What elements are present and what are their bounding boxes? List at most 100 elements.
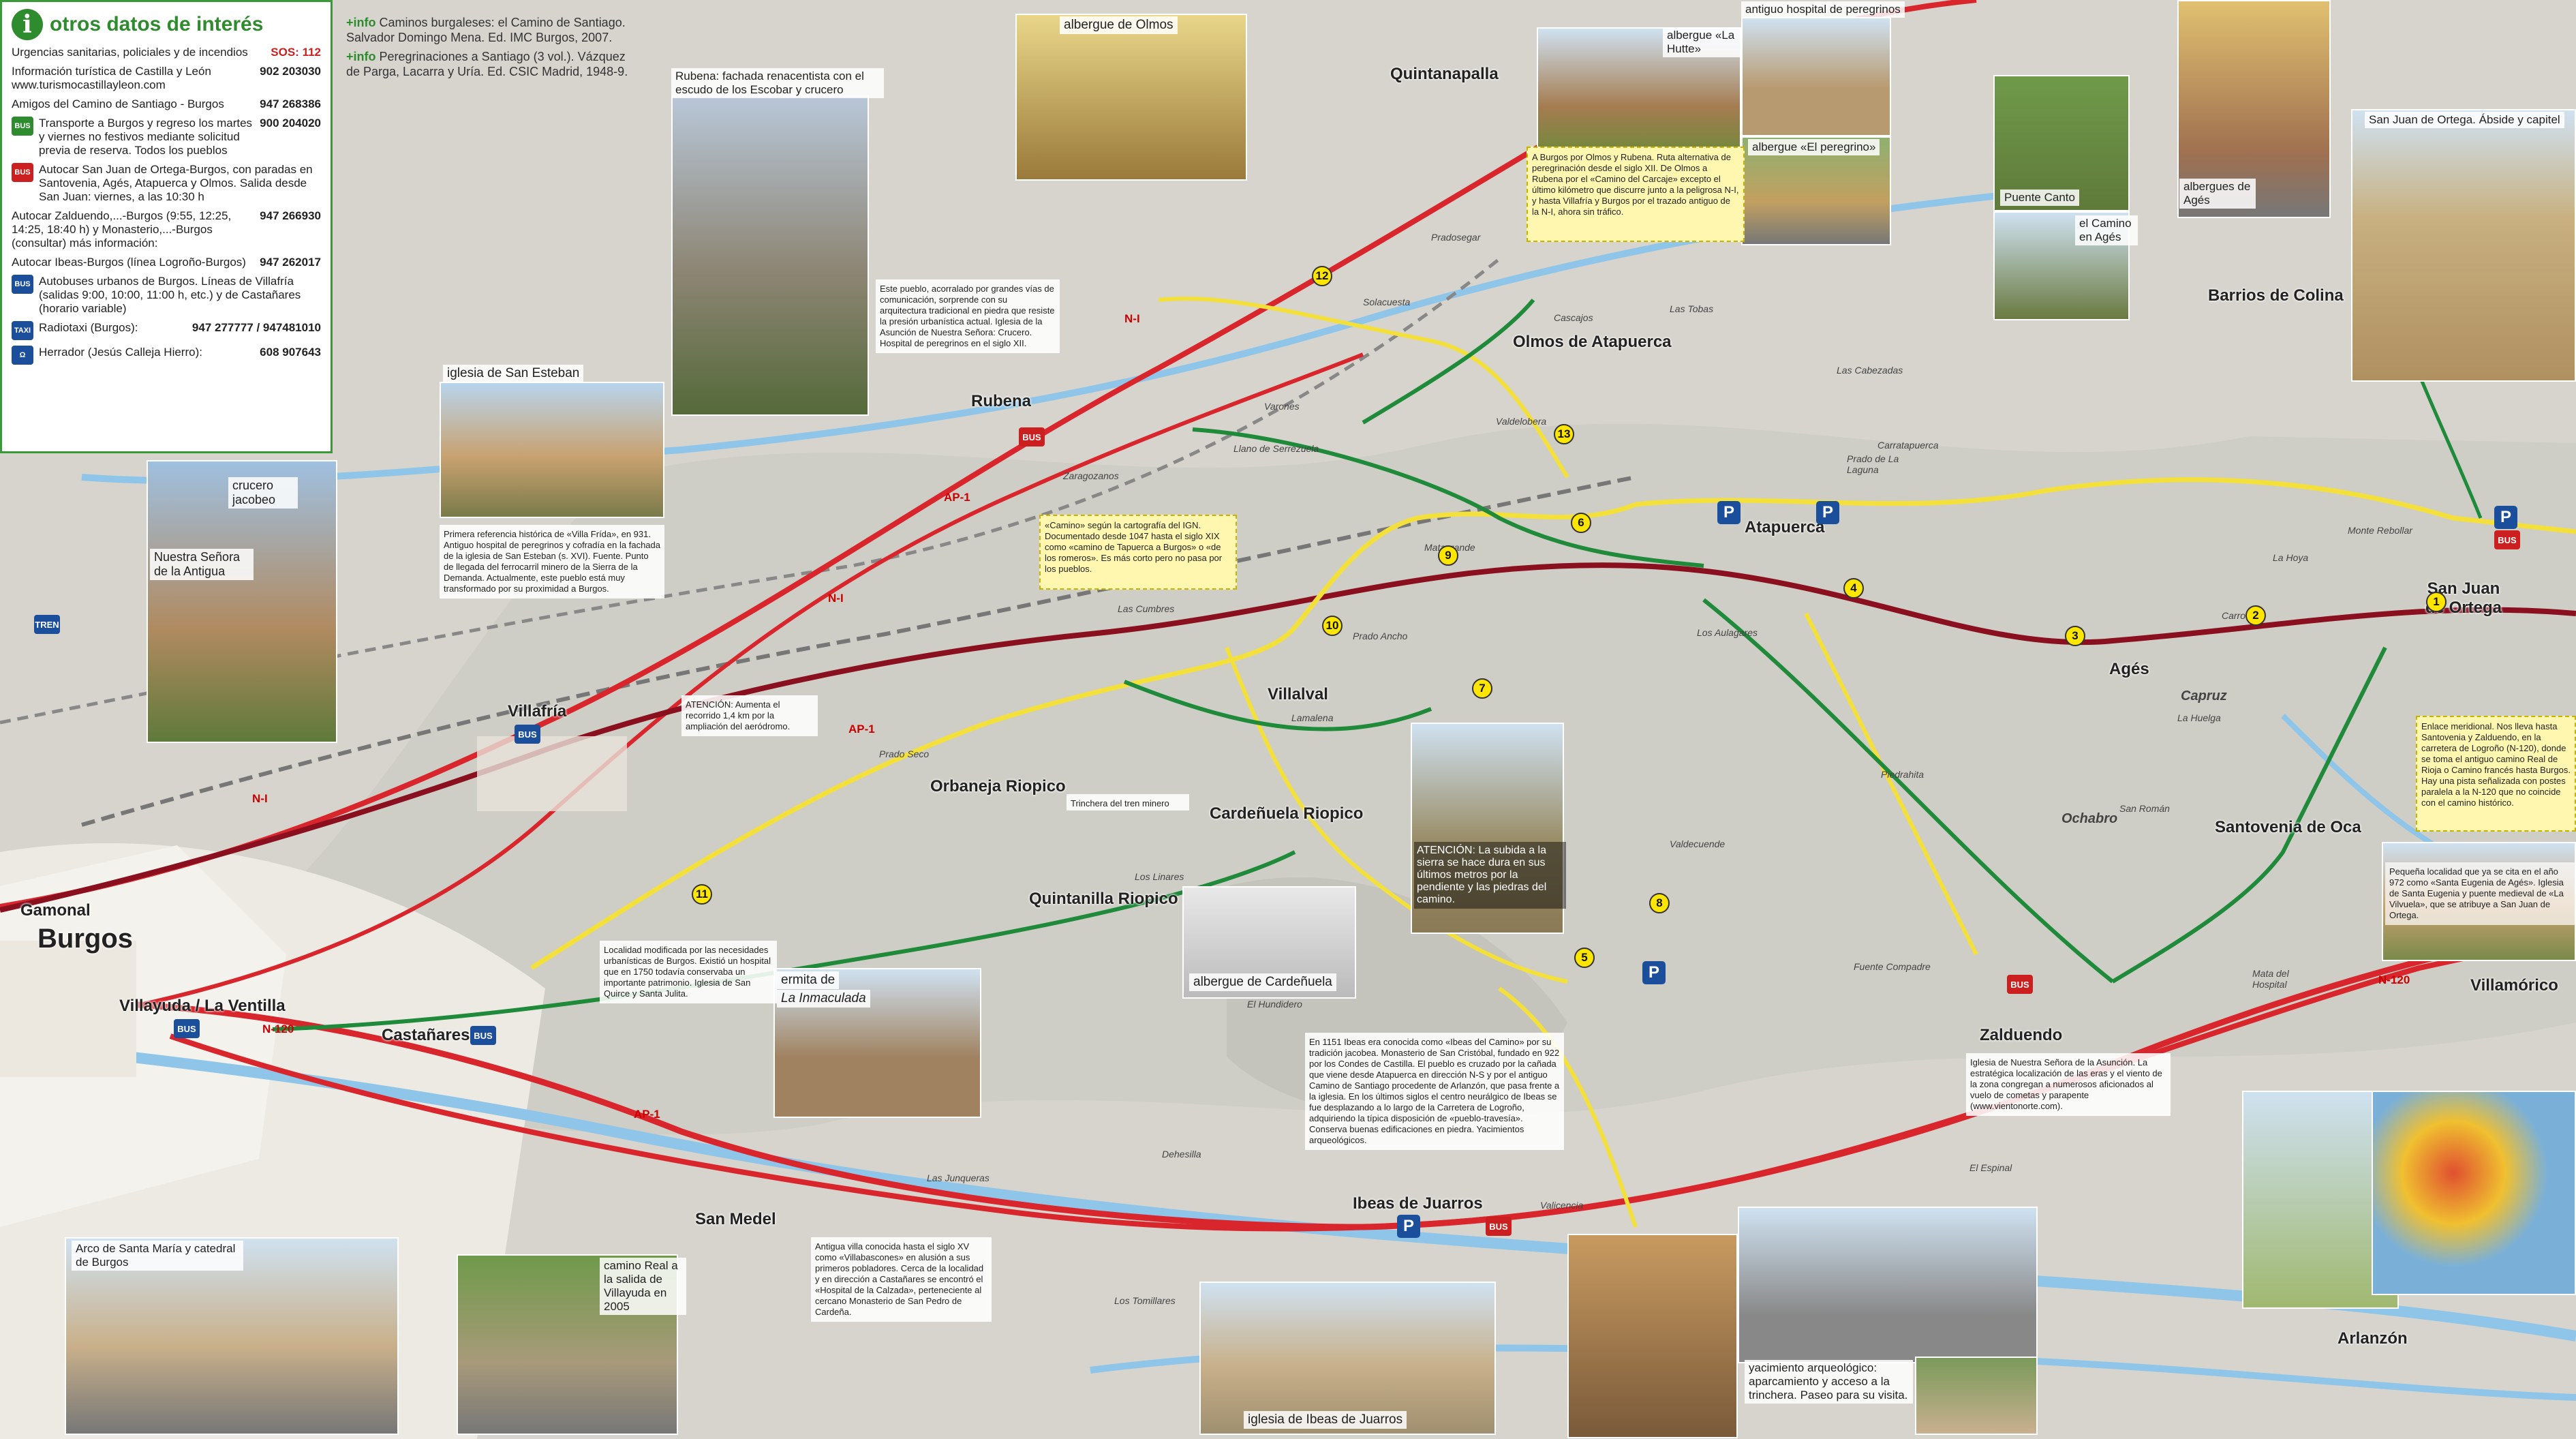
- road-label: N-I: [1124, 312, 1140, 325]
- photo-yacimiento-scaffold: [1567, 1234, 1738, 1438]
- bus-stop-icon: BUS: [515, 725, 540, 744]
- caption: albergue de Cardeñuela: [1189, 973, 1336, 991]
- locality-label: Prado Ancho: [1353, 631, 1408, 641]
- note-san-medel: Antigua villa conocida hasta el siglo XV…: [811, 1237, 992, 1322]
- parking-icon: P: [1717, 501, 1741, 524]
- caption: camino Real a la salida de Villayuda en …: [600, 1258, 686, 1315]
- place-orbaneja: Orbaneja Riopico: [930, 777, 1066, 796]
- place-villamorico: Villamórico: [2470, 976, 2558, 995]
- stage-marker: 10: [1322, 616, 1343, 636]
- locality-label: La Hoya: [2273, 552, 2309, 563]
- note-santovenia: Pequeña localidad que ya se cita en el a…: [2385, 862, 2576, 925]
- bus-green-icon: BUS: [12, 117, 33, 136]
- sierra-warning: ATENCIÓN: La subida a la sierra se hace …: [1414, 842, 1566, 909]
- place-ibeas: Ibeas de Juarros: [1353, 1194, 1483, 1213]
- bus-stop-icon: BUS: [2007, 975, 2033, 994]
- locality-label: Valdelobera: [1496, 416, 1547, 427]
- locality-label: Monte Rebollar: [2348, 525, 2412, 536]
- stage-marker: 4: [1843, 578, 1864, 599]
- stage-marker: 8: [1649, 893, 1670, 913]
- locality-label: La Huelga: [2177, 712, 2221, 723]
- note-ibeas: En 1151 Ibeas era conocida como «Ibeas d…: [1305, 1033, 1564, 1150]
- bus-stop-icon: BUS: [470, 1026, 496, 1045]
- place-zalduendo: Zalduendo: [1980, 1026, 2063, 1044]
- locality-label: Dehesilla: [1162, 1149, 1201, 1160]
- locality-label: Prado Seco: [879, 748, 930, 759]
- road-label: AP-1: [944, 491, 970, 504]
- note-villafria: Primera referencia histórica de «Villa F…: [440, 525, 664, 599]
- parking-icon: P: [1816, 501, 1839, 524]
- stage-marker: 9: [1438, 545, 1458, 566]
- place-villayuda: Villayuda / La Ventilla: [119, 997, 286, 1015]
- info-row: Autocar Ibeas-Burgos (línea Logroño-Burg…: [12, 256, 321, 269]
- place-villalval: Villalval: [1268, 685, 1328, 703]
- stage-marker: 13: [1554, 424, 1574, 444]
- place-cardenuela: Cardeñuela Riopico: [1210, 804, 1364, 823]
- stage-marker: 2: [2245, 605, 2266, 626]
- locality-label: Solacuesta: [1363, 297, 1411, 307]
- place-quintanapalla: Quintanapalla: [1390, 65, 1499, 83]
- info-row: Información turística de Castilla y León…: [12, 65, 321, 91]
- train-icon: TREN: [34, 615, 60, 634]
- stage-marker: 7: [1472, 678, 1492, 699]
- locality-label: Prado de La Laguna: [1847, 453, 1899, 475]
- caption: Nuestra Señora de la Antigua: [150, 549, 254, 580]
- place-atapuerca: Atapuerca: [1745, 518, 1825, 536]
- road-label: AP-1: [848, 723, 875, 736]
- stage-marker: 12: [1312, 266, 1332, 286]
- caption: Arco de Santa María y catedral de Burgos: [72, 1241, 243, 1271]
- horseshoe-icon: Ω: [12, 346, 33, 365]
- bus-stop-icon: BUS: [174, 1019, 200, 1038]
- locality-label: Valdecuende: [1670, 838, 1726, 849]
- place-villafria: Villafría: [508, 702, 567, 721]
- note-olmos-rubena: A Burgos por Olmos y Rubena. Ruta altern…: [1527, 147, 1745, 242]
- stage-marker: 3: [2065, 626, 2085, 646]
- caption: Rubena: fachada renacentista con el escu…: [671, 68, 884, 98]
- photo-albergue-olmos: [1015, 14, 1247, 181]
- locality-label: Las Cumbres: [1118, 603, 1175, 614]
- photo-puente-canto: [1993, 75, 2130, 211]
- locality-label: Llano de Serrezuela: [1233, 443, 1319, 454]
- road-label: N-120: [262, 1023, 294, 1035]
- place-barrios-colina: Barrios de Colina: [2208, 286, 2344, 305]
- photo-ibeas-iglesia: [1199, 1282, 1496, 1435]
- photo-sierra-climb: [1411, 723, 1564, 934]
- caption: antiguo hospital de peregrinos: [1741, 1, 1905, 18]
- locality-label: El Espinal: [1969, 1162, 2012, 1173]
- photo-trinchera-path: [1915, 1357, 2038, 1435]
- photo-san-juan-ortega: [2351, 109, 2576, 382]
- bus-stop-icon: BUS: [1019, 427, 1045, 446]
- locality-label: Piedrahita: [1881, 769, 1925, 780]
- info-icon: i: [12, 9, 43, 40]
- bus-blue-icon: BUS: [12, 275, 33, 294]
- road-label: AP-1: [634, 1108, 660, 1121]
- caption: La Inmaculada: [777, 990, 870, 1008]
- parking-icon: P: [1397, 1215, 1420, 1238]
- note-enlace: Enlace meridional. Nos lleva hasta Santo…: [2416, 716, 2576, 832]
- info-panel-title: i otros datos de interés: [12, 9, 321, 40]
- road-label: N-I: [252, 792, 268, 805]
- photo-hospital: [1741, 17, 1891, 136]
- locality-label: Cascajos: [1554, 312, 1593, 323]
- locality-label: Valicencia: [1540, 1200, 1584, 1211]
- bus-stop-icon: BUS: [1486, 1217, 1512, 1236]
- locality-label: Fuente Compadre: [1854, 961, 1931, 972]
- stage-marker: 1: [2426, 592, 2447, 612]
- parking-icon: P: [1642, 961, 1666, 984]
- locality-label: Zaragozanos: [1063, 470, 1119, 481]
- locality-label: Lamalena: [1291, 712, 1334, 723]
- note-camino-ign: «Camino» según la cartografía del IGN. D…: [1039, 515, 1237, 590]
- photo-cometa: [2372, 1091, 2576, 1295]
- caption: albergue de Olmos: [1060, 16, 1178, 34]
- parking-icon: P: [2494, 506, 2517, 529]
- road-label: N-120: [2378, 973, 2410, 986]
- place-ages: Agés: [2109, 660, 2149, 678]
- info-panel: i otros datos de interés Urgencias sanit…: [0, 0, 333, 453]
- note-rubena: Este pueblo, acorralado por grandes vías…: [876, 279, 1060, 353]
- place-san-medel: San Medel: [695, 1210, 776, 1228]
- locality-label: Los Tomillares: [1114, 1295, 1176, 1306]
